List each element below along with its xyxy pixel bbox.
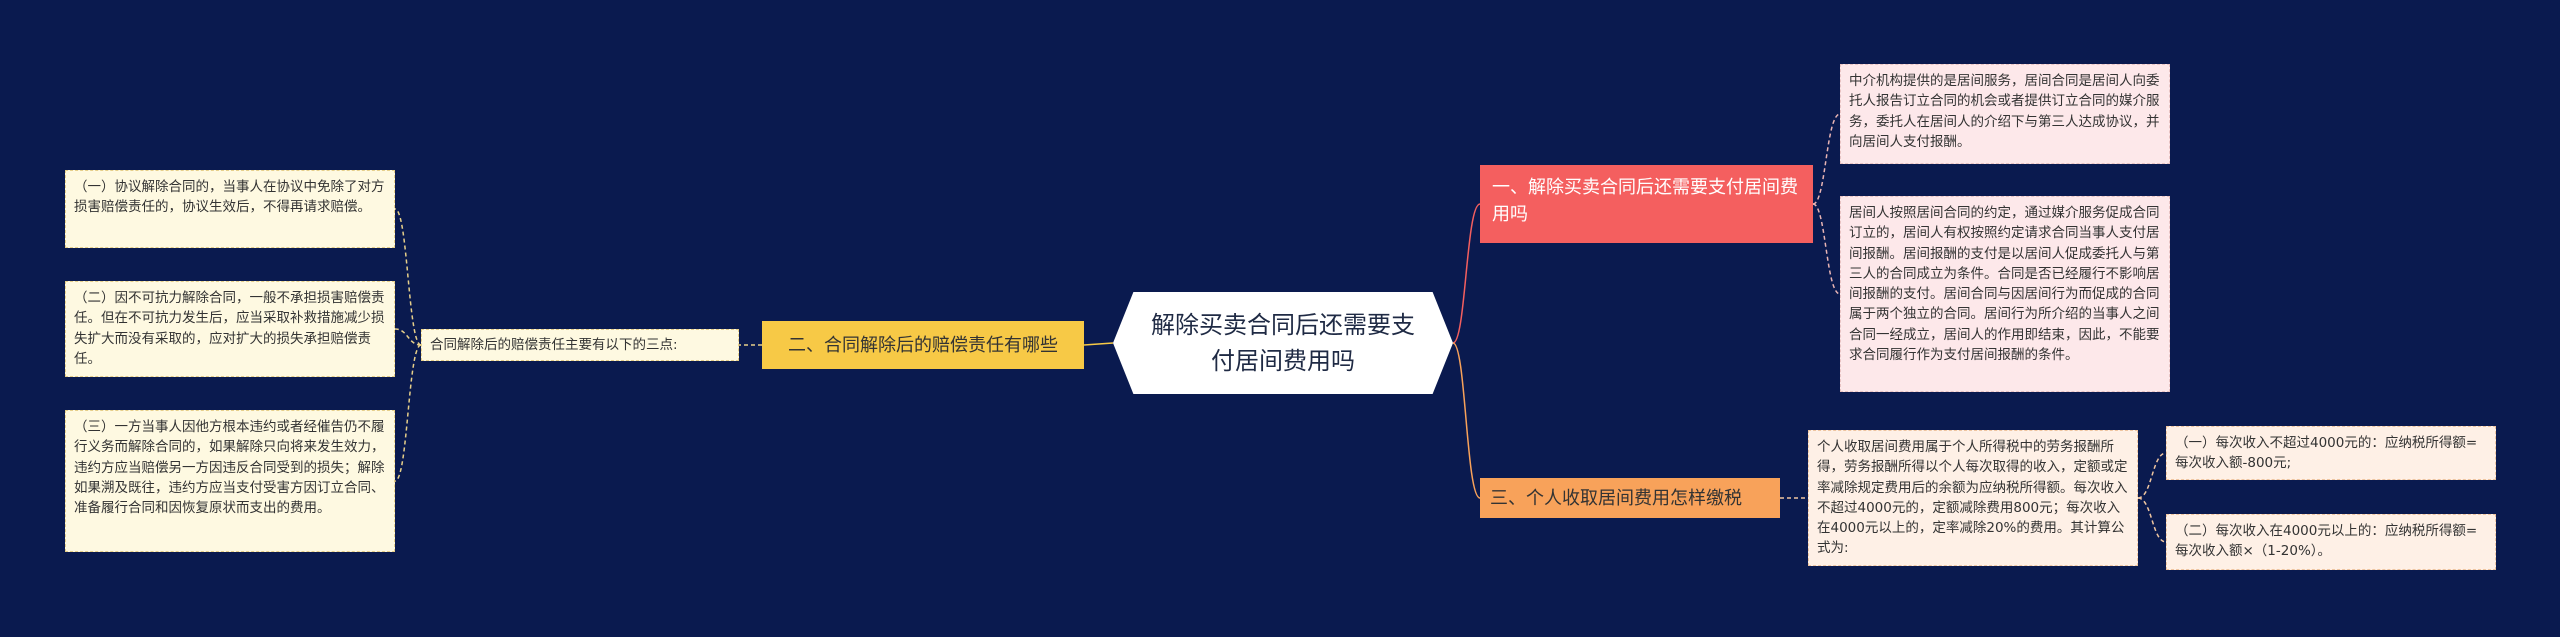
branch-1-label: 一、解除买卖合同后还需要支付居间费用吗: [1492, 177, 1798, 225]
b2-subtopic-text: 合同解除后的赔偿责任主要有以下的三点:: [430, 336, 678, 353]
b3-leaf-1[interactable]: （一）每次收入不超过4000元的：应纳税所得额=每次收入额-800元;: [2166, 426, 2496, 480]
root-title: 解除买卖合同后还需要支付居间费用吗: [1151, 311, 1415, 375]
b1-leaf-1-text: 中介机构提供的是居间服务，居间合同是居间人向委托人报告订立合同的机会或者提供订立…: [1849, 73, 2160, 150]
link-m3-t2: [2137, 497, 2167, 543]
b3-leaf-1-text: （一）每次收入不超过4000元的：应纳税所得额=每次收入额-800元;: [2175, 435, 2478, 472]
b3-subtopic-text: 个人收取居间费用属于个人所得税中的劳务报酬所得，劳务报酬所得以个人每次取得的收入…: [1817, 439, 2128, 557]
link-root-b3: [1452, 342, 1481, 499]
link-m2-l1: [394, 208, 422, 346]
branch-2-label: 二、合同解除后的赔偿责任有哪些: [788, 334, 1058, 356]
link-b1-r2: [1812, 203, 1841, 295]
b2-leaf-1-text: （一）协议解除合同的，当事人在协议中免除了对方损害赔偿责任的，协议生效后，不得再…: [74, 179, 385, 216]
b2-subtopic[interactable]: 合同解除后的赔偿责任主要有以下的三点:: [421, 329, 739, 361]
link-m3-t1: [2137, 452, 2167, 499]
b2-leaf-3-text: （三）一方当事人因他方根本违约或者经催告仍不履行义务而解除合同的，如果解除只向将…: [74, 419, 385, 516]
b1-leaf-1[interactable]: 中介机构提供的是居间服务，居间合同是居间人向委托人报告订立合同的机会或者提供订立…: [1840, 64, 2170, 164]
branch-3-label: 三、个人收取居间费用怎样缴税: [1490, 487, 1742, 509]
link-m2-l3: [394, 344, 422, 482]
b2-leaf-1[interactable]: （一）协议解除合同的，当事人在协议中免除了对方损害赔偿责任的，协议生效后，不得再…: [65, 170, 395, 248]
b2-leaf-3[interactable]: （三）一方当事人因他方根本违约或者经催告仍不履行义务而解除合同的，如果解除只向将…: [65, 410, 395, 552]
link-root-b2: [1083, 342, 1114, 346]
b2-leaf-2[interactable]: （二）因不可抗力解除合同，一般不承担损害赔偿责任。但在不可抗力发生后，应当采取补…: [65, 281, 395, 377]
link-root-b1: [1452, 203, 1481, 344]
root-topic[interactable]: 解除买卖合同后还需要支付居间费用吗: [1113, 292, 1453, 394]
branch-2[interactable]: 二、合同解除后的赔偿责任有哪些: [762, 321, 1084, 369]
b3-leaf-2-text: （二）每次收入在4000元以上的：应纳税所得额=每次收入额×（1-20%）。: [2175, 523, 2478, 560]
link-b1-r1: [1812, 113, 1841, 205]
branch-1[interactable]: 一、解除买卖合同后还需要支付居间费用吗: [1480, 165, 1813, 243]
link-m2-l2: [394, 328, 422, 346]
branch-3[interactable]: 三、个人收取居间费用怎样缴税: [1480, 478, 1780, 518]
b2-leaf-2-text: （二）因不可抗力解除合同，一般不承担损害赔偿责任。但在不可抗力发生后，应当采取补…: [74, 290, 385, 367]
b1-leaf-2[interactable]: 居间人按照居间合同的约定，通过媒介服务促成合同订立的，居间人有权按照约定请求合同…: [1840, 196, 2170, 392]
b1-leaf-2-text: 居间人按照居间合同的约定，通过媒介服务促成合同订立的，居间人有权按照约定请求合同…: [1849, 205, 2160, 363]
b3-subtopic[interactable]: 个人收取居间费用属于个人所得税中的劳务报酬所得，劳务报酬所得以个人每次取得的收入…: [1808, 430, 2138, 566]
b3-leaf-2[interactable]: （二）每次收入在4000元以上的：应纳税所得额=每次收入额×（1-20%）。: [2166, 514, 2496, 570]
